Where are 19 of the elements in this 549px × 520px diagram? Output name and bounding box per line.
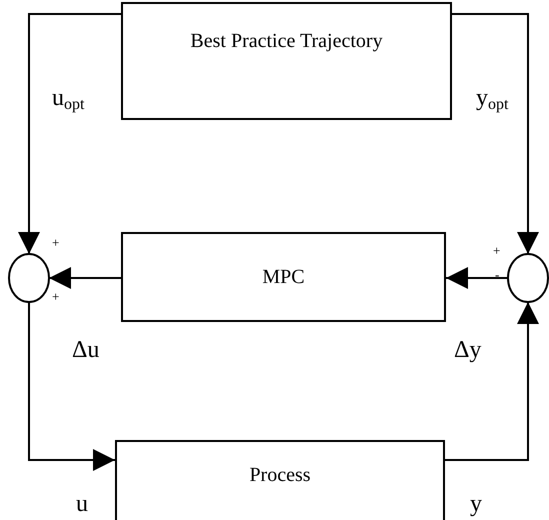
arrow: [446, 267, 508, 289]
arrow: [452, 13, 539, 254]
process-box: [121, 2, 452, 120]
arrow: [445, 302, 539, 461]
summing-junction: [8, 253, 50, 303]
arrow: [28, 302, 115, 471]
process-box: [115, 440, 445, 520]
arrow: [49, 267, 121, 289]
block-label: Best Practice Trajectory: [190, 30, 383, 52]
sign-label: -: [495, 268, 500, 281]
sign-label: +: [52, 236, 60, 249]
block-label: Process: [249, 464, 311, 486]
sign-label: +: [493, 244, 500, 257]
process-box: [121, 232, 446, 322]
arrow: [18, 13, 121, 254]
block-label: MPC: [262, 266, 305, 288]
sign-label: +: [52, 290, 60, 303]
summing-junction: [507, 253, 549, 303]
signal-label: Δy: [454, 338, 482, 362]
